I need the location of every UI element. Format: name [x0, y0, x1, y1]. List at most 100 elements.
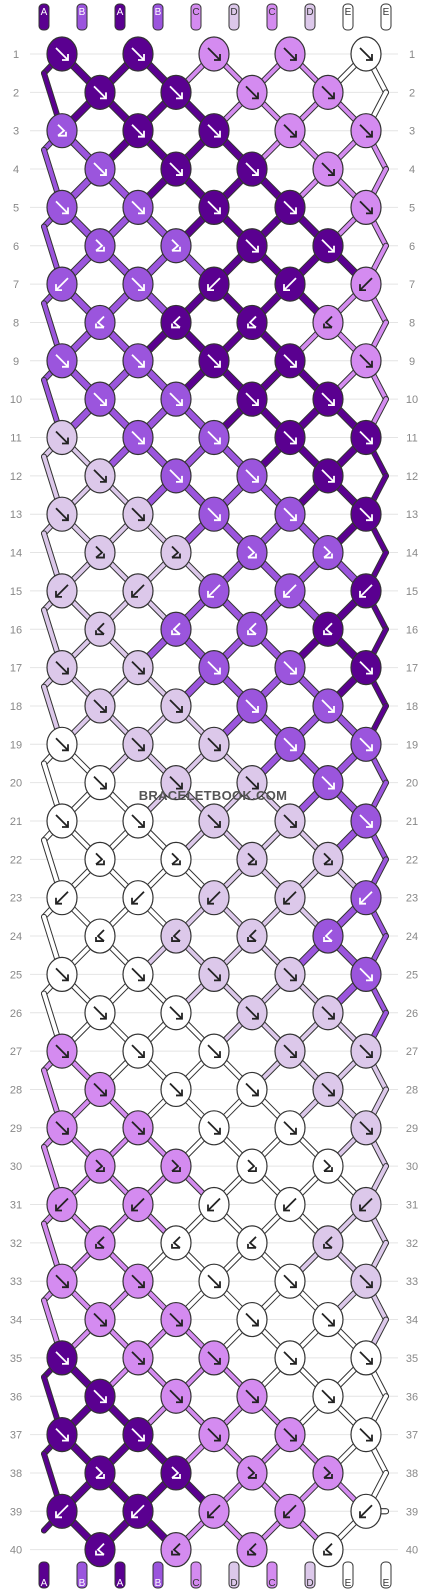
string-label-top: B [155, 7, 162, 18]
row-number-right: 21 [406, 816, 418, 828]
knot [198, 419, 230, 456]
arrow-down-right-icon [321, 469, 335, 483]
arrow-down-right-icon [55, 47, 69, 61]
knot [46, 1493, 78, 1529]
row-number-left: 6 [13, 241, 19, 253]
arrow-down-right-icon [55, 507, 69, 522]
row-number-left: 8 [13, 317, 19, 329]
row-number-left: 27 [10, 1046, 22, 1058]
knot [84, 1071, 116, 1108]
row-number-left: 25 [10, 969, 22, 981]
knot [122, 496, 154, 532]
knot [84, 611, 116, 647]
knot [236, 74, 268, 110]
arrow-down-right-icon [93, 1389, 107, 1404]
thread-end-stub [190, 1561, 202, 1589]
knot-ellipse [160, 1148, 192, 1184]
arrow-down-right-icon [359, 1427, 373, 1442]
row-number-left: 28 [10, 1084, 22, 1096]
arrow-down-right-icon [323, 1466, 333, 1479]
arrow-down-right-icon [207, 1427, 221, 1442]
knot-ellipse [236, 918, 268, 954]
row-number-right: 5 [409, 202, 415, 214]
row-number-right: 17 [406, 663, 418, 675]
knot [274, 266, 306, 302]
knot [312, 765, 344, 801]
arrow-down-right-icon [171, 852, 181, 866]
arrow-down-right-icon [131, 967, 145, 982]
knot [312, 151, 344, 187]
arrow-down-left-icon [247, 315, 257, 329]
arrow-down-right-icon [245, 85, 259, 100]
knot [350, 496, 382, 532]
knot [312, 1378, 344, 1414]
row-number-left: 38 [10, 1468, 22, 1480]
row-number-left: 14 [10, 548, 22, 560]
arrow-down-right-icon [93, 1006, 107, 1020]
arrow-down-right-icon [55, 1044, 69, 1058]
knot [122, 649, 154, 686]
knot [274, 956, 306, 993]
row-number-right: 31 [406, 1200, 418, 1212]
knot [160, 841, 192, 877]
thread-end-stub [304, 1561, 316, 1589]
arrow-down-left-icon [207, 1504, 221, 1519]
arrow-down-left-icon [171, 622, 181, 636]
row-number-right: 20 [406, 778, 418, 790]
knot [46, 1340, 78, 1376]
arrow-down-right-icon [359, 660, 373, 675]
row-number-right: 4 [409, 164, 415, 176]
knot [312, 458, 344, 494]
arrow-down-right-icon [95, 239, 105, 252]
arrow-down-left-icon [55, 1504, 69, 1519]
arrow-down-left-icon [55, 584, 69, 598]
knot [84, 304, 116, 341]
knot [350, 1340, 382, 1376]
arrow-down-right-icon [245, 776, 259, 790]
row-number-right: 23 [406, 893, 418, 905]
knot [160, 765, 192, 801]
knot [350, 36, 382, 72]
arrow-down-right-icon [55, 354, 69, 368]
arrow-down-left-icon [171, 1236, 181, 1249]
arrow-down-left-icon [323, 622, 333, 636]
arrow-down-right-icon [283, 1427, 297, 1442]
row-number-left: 12 [10, 471, 22, 483]
knot [236, 765, 268, 801]
knot [312, 1532, 344, 1568]
arrow-down-right-icon [247, 852, 257, 866]
string-label-bottom: D [306, 1578, 313, 1589]
arrow-down-right-icon [245, 699, 259, 713]
arrow-down-right-icon [283, 1351, 297, 1365]
knot-ellipse [312, 1455, 344, 1491]
arrow-down-right-icon [131, 737, 145, 752]
knot [236, 995, 268, 1031]
row-number-left: 15 [10, 586, 22, 598]
arrow-down-right-icon [207, 1121, 221, 1135]
knot [84, 1378, 116, 1414]
arrow-down-right-icon [359, 1351, 373, 1365]
knot-ellipse [84, 841, 116, 877]
row-number-left: 1 [13, 49, 19, 61]
knot [312, 995, 344, 1031]
arrow-down-right-icon [131, 1351, 145, 1365]
arrow-down-right-icon [131, 200, 145, 215]
knot [350, 1416, 382, 1453]
knot [46, 573, 78, 609]
knot [122, 1186, 154, 1223]
knot [350, 1493, 382, 1529]
arrow-down-right-icon [323, 545, 333, 559]
knot [198, 1033, 230, 1069]
string-label-top: E [345, 7, 352, 18]
arrow-down-left-icon [283, 1504, 297, 1519]
row-number-left: 11 [10, 433, 21, 445]
arrow-down-right-icon [169, 1082, 183, 1097]
arrow-down-left-icon [207, 277, 221, 291]
arrow-down-right-icon [321, 85, 335, 100]
knot [122, 343, 154, 379]
row-number-right: 8 [409, 317, 415, 329]
arrow-down-left-icon [95, 1543, 105, 1556]
arrow-down-right-icon [169, 1312, 183, 1327]
knot [236, 458, 268, 494]
